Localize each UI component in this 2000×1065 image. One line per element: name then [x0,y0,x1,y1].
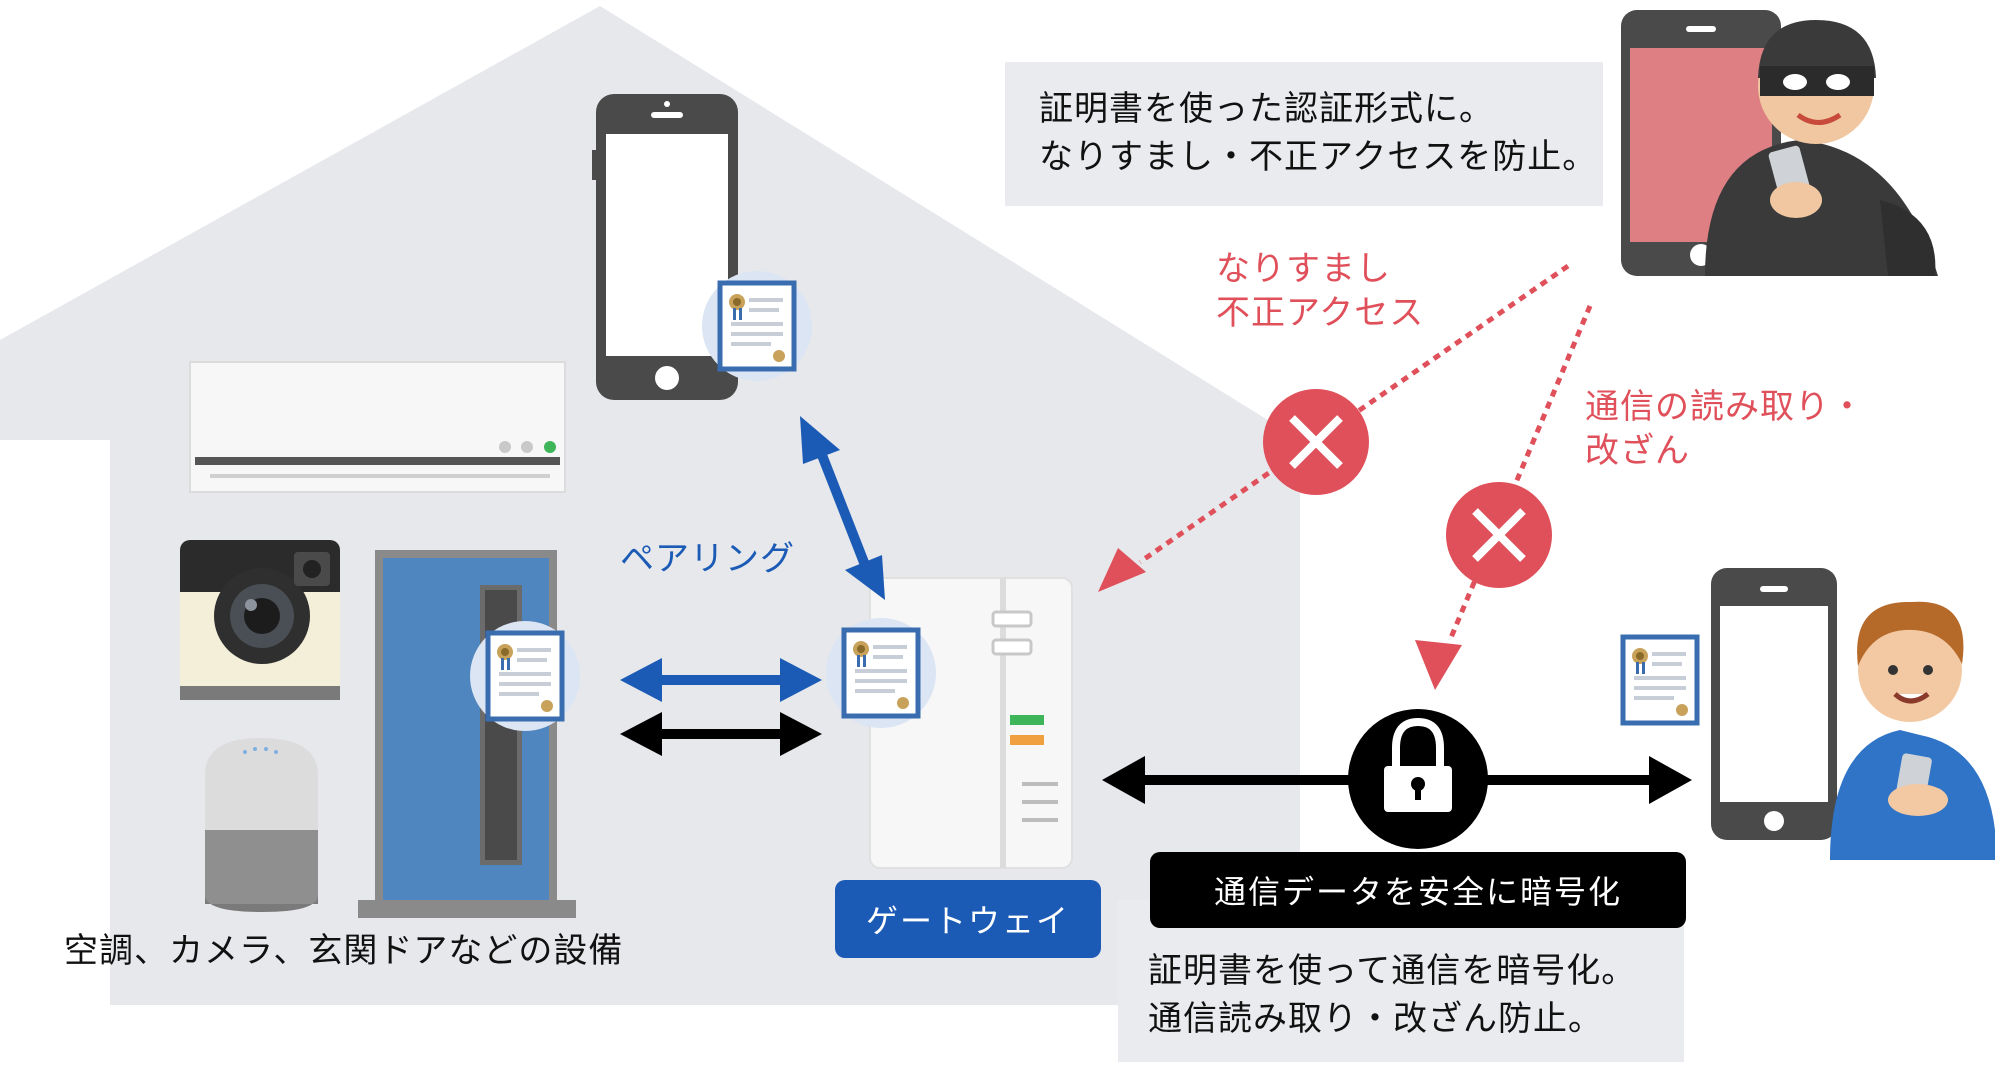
cross-icon [1446,482,1552,588]
certificate-icon [488,633,562,719]
certificate-icon [720,283,794,369]
cross-icon [1263,389,1369,495]
threat-intercept-line1: 通信の読み取り・ [1585,387,1865,427]
certificate-icon [1623,637,1697,723]
pairing-label: ペアリング [620,539,795,579]
gateway-label: ゲートウェイ [835,880,1101,958]
smart-speaker [205,738,318,912]
encryption-label: 通信データを安全に暗号化 [1150,852,1686,928]
air-conditioner [189,361,566,493]
lock-icon [1348,709,1488,849]
user [1830,601,1995,860]
threat-spoof-line1: なりすまし [1216,249,1391,289]
thief [1705,20,1938,276]
auth-note-line2: なりすまし・不正アクセスを防止。 [1039,137,1598,177]
devices-caption: 空調、カメラ、玄関ドアなどの設備 [64,931,624,971]
certificate-icon [844,630,918,716]
camera [180,540,340,700]
smartphone-user [1711,568,1837,840]
auth-note-box: 証明書を使った認証形式に。 なりすまし・不正アクセスを防止。 [1005,62,1603,206]
front-door [358,550,576,918]
encryption-note-line1: 証明書を使って通信を暗号化。 [1148,951,1637,991]
pairing-arrow-horizontal-black [620,712,822,756]
auth-note-line1: 証明書を使った認証形式に。 [1039,89,1494,129]
pairing-arrow-horizontal-blue [620,658,822,702]
encryption-note-line2: 通信読み取り・改ざん防止。 [1148,999,1603,1039]
threat-intercept-line2: 改ざん [1585,431,1690,471]
pairing-arrow-vertical [800,416,885,600]
threat-spoof-line2: 不正アクセス [1216,293,1425,333]
interception-attack-arrow [1415,305,1593,690]
